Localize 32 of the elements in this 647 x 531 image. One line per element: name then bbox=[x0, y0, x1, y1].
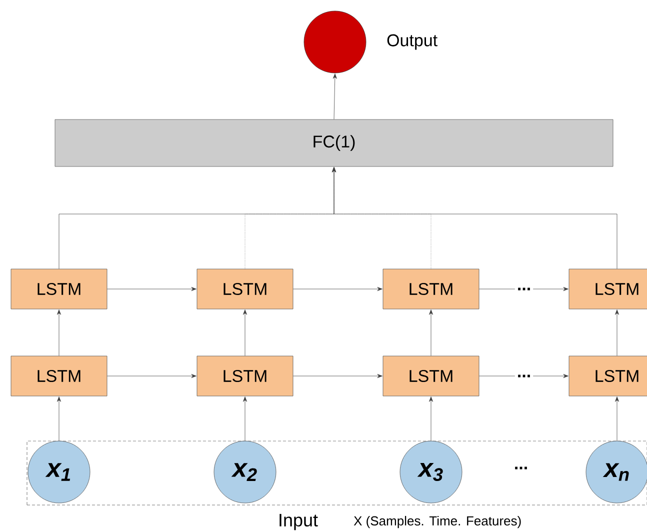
ellipsis-label: ... bbox=[515, 466, 527, 470]
edge-label: ... bbox=[514, 372, 534, 380]
arrow bbox=[57, 396, 61, 441]
lstm-box: LSTM bbox=[382, 268, 480, 310]
arrow bbox=[615, 310, 619, 356]
edge-label: ... bbox=[514, 286, 534, 292]
output-circle bbox=[304, 10, 366, 74]
arrow bbox=[615, 396, 619, 441]
node-label: Input bbox=[280, 514, 318, 530]
arrow bbox=[429, 396, 433, 441]
lstm-box: LSTM bbox=[382, 356, 480, 396]
arrow bbox=[479, 374, 568, 378]
arrow bbox=[243, 396, 247, 441]
arrow bbox=[332, 74, 337, 120]
lstm-box: LSTM bbox=[10, 356, 108, 396]
lstm-box: LSTM bbox=[196, 268, 294, 310]
lstm-box: LSTM bbox=[568, 268, 647, 310]
arrow bbox=[107, 374, 196, 378]
arrow bbox=[293, 287, 382, 291]
arrow bbox=[332, 167, 618, 269]
group-caption: X (Samples. Time. Features) bbox=[354, 516, 521, 528]
arrow bbox=[57, 310, 61, 356]
arrow bbox=[243, 310, 247, 356]
arrow bbox=[107, 287, 196, 291]
arrow bbox=[293, 374, 382, 378]
lstm-box: LSTM bbox=[568, 356, 647, 396]
arrow bbox=[479, 287, 568, 291]
lstm-box: LSTM bbox=[196, 356, 294, 396]
lstm-box: LSTM bbox=[10, 268, 108, 310]
arrow bbox=[429, 310, 433, 356]
layer-box: FC(1) bbox=[54, 119, 614, 167]
node-caption: Output bbox=[387, 34, 438, 50]
